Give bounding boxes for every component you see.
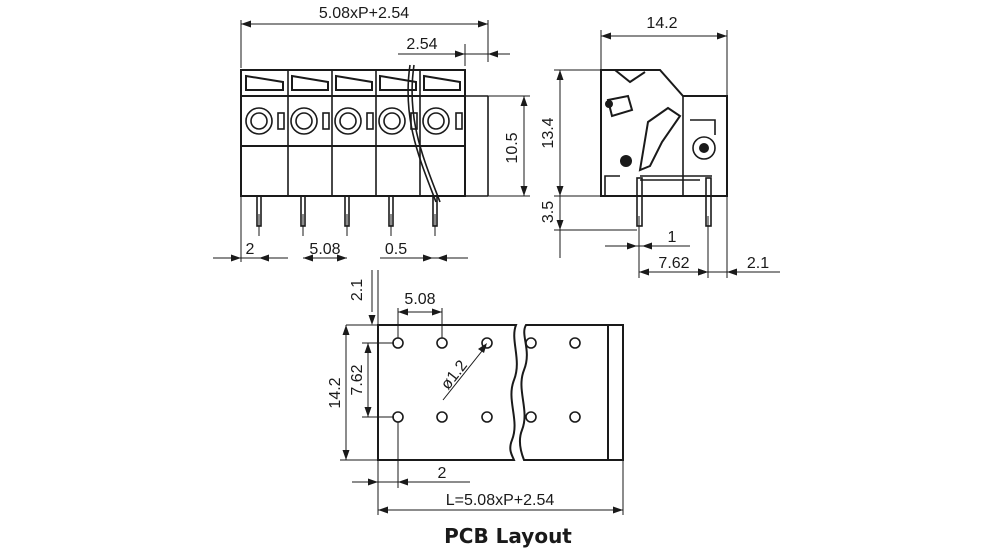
- dim-side-width: 14.2: [646, 15, 677, 32]
- dim-bottom-edge: 2: [246, 241, 255, 258]
- front-view: 5.08xP+2.54 2.54: [213, 5, 530, 262]
- pcb-dim-length: L=5.08xP+2.54: [446, 492, 555, 509]
- dim-pin-spacing: 7.62: [658, 255, 689, 272]
- dim-right-offset: 2.1: [747, 255, 769, 272]
- pcb-layout-title: PCB Layout: [444, 524, 572, 548]
- side-view: 14.2 13.4 3.5: [540, 15, 780, 278]
- dim-side-height: 13.4: [540, 117, 557, 148]
- pcb-dim-top-offset: 2.1: [349, 279, 366, 301]
- dim-total-width: 5.08xP+2.54: [319, 5, 409, 22]
- pcb-layout: 2.1 5.08 ø1.2 7.62 14.2 2: [327, 270, 624, 548]
- dim-pin-offset: 1: [668, 229, 677, 246]
- dim-pin: 0.5: [385, 241, 407, 258]
- dim-pin-length: 3.5: [540, 201, 557, 223]
- pcb-dim-height: 14.2: [327, 377, 344, 408]
- pcb-dim-pitch: 5.08: [404, 291, 435, 308]
- dim-pitch: 5.08: [309, 241, 340, 258]
- pcb-dim-row-spacing: 7.62: [349, 364, 366, 395]
- pcb-dim-left-offset: 2: [438, 465, 447, 482]
- dim-height: 10.5: [504, 132, 521, 163]
- dim-offset: 2.54: [406, 36, 437, 53]
